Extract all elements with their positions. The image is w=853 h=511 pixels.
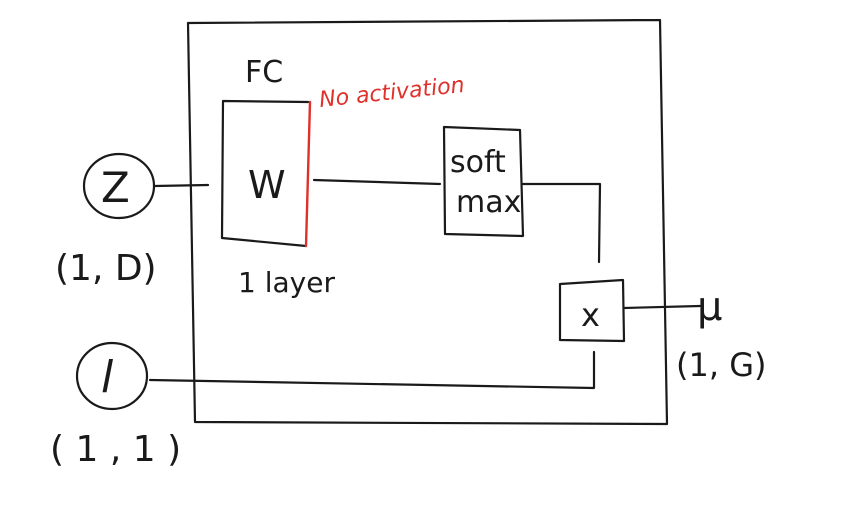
output-shape: (1, G) — [676, 346, 766, 384]
layer-note: 1 layer — [238, 266, 335, 299]
multiply-box — [558, 278, 626, 343]
softmax-to-multiply-edge — [521, 182, 602, 264]
no-activation-note: No activation — [318, 73, 466, 113]
l-to-multiply-edge — [148, 350, 596, 390]
z-to-weight-edge — [153, 183, 210, 188]
weight-to-softmax-edge — [312, 178, 442, 186]
multiply-symbol: x — [581, 296, 600, 334]
fc-title: FC — [245, 55, 283, 90]
l-input-shape: ( 1 , 1 ) — [50, 429, 181, 470]
z-input-shape: (1, D) — [55, 248, 157, 289]
softmax-label-top: soft — [450, 145, 506, 180]
weight-box — [220, 99, 312, 248]
softmax-label-bottom: max — [456, 185, 521, 220]
outer-module-box — [186, 18, 669, 426]
z-input-symbol: Z — [101, 163, 130, 212]
multiply-to-output-edge — [622, 304, 702, 310]
l-input-node — [75, 341, 149, 411]
softmax-box — [442, 125, 525, 238]
l-input-symbol: l — [101, 352, 114, 403]
weight-box-red-edge — [304, 100, 312, 248]
output-symbol: μ — [697, 284, 722, 330]
weight-label: W — [248, 163, 286, 207]
